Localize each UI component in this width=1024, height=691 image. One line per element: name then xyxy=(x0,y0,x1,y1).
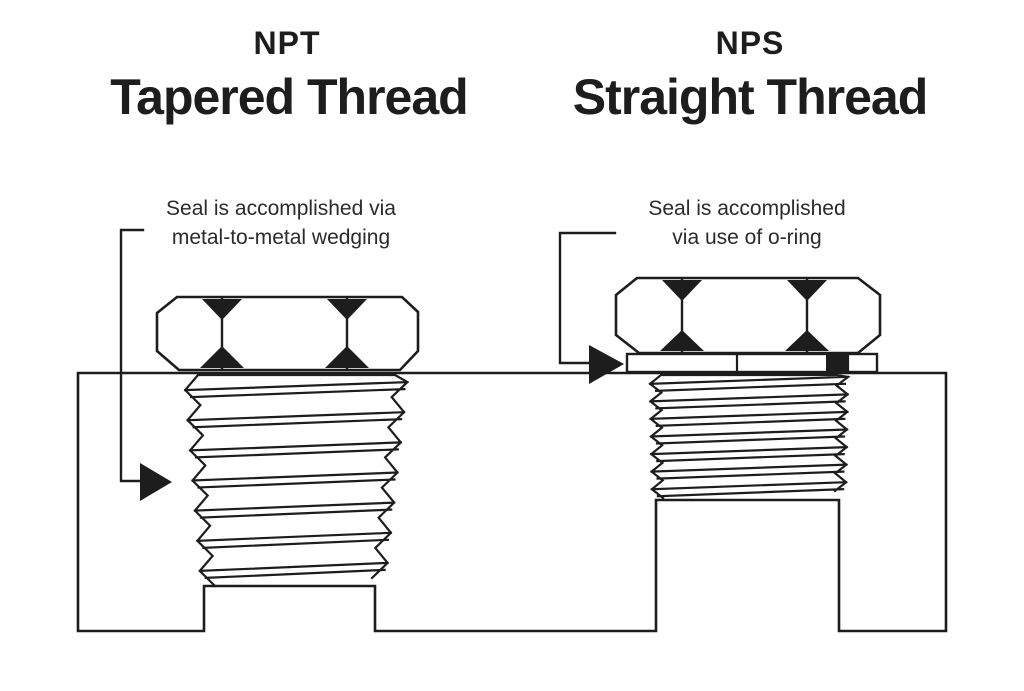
left-hex-corner-shadows xyxy=(200,299,369,368)
right-arrow-icon xyxy=(589,345,624,384)
right-annotation-line2: via use of o-ring xyxy=(672,226,822,249)
right-annotation-line1: Seal is accomplished xyxy=(648,197,846,220)
left-title: Tapered Thread xyxy=(110,69,468,125)
left-annotation-line1: Seal is accomplished via xyxy=(166,197,396,220)
left-tapered-threads xyxy=(183,373,410,588)
right-standard-label: NPS xyxy=(715,25,785,61)
left-annotation: Seal is accomplished via metal-to-metal … xyxy=(166,194,396,252)
left-hex-head-outline xyxy=(155,295,420,372)
right-hex-corner-shadows xyxy=(660,280,829,351)
o-ring-seal xyxy=(826,353,849,373)
right-hex-head xyxy=(614,276,882,355)
left-arrow-icon xyxy=(140,463,172,501)
o-ring-washer-assembly xyxy=(625,352,879,374)
right-title: Straight Thread xyxy=(572,69,928,125)
right-annotation: Seal is accomplished via use of o-ring xyxy=(648,194,845,252)
right-hex-head-outline xyxy=(614,276,882,355)
left-leader-line xyxy=(119,228,145,483)
left-hex-head xyxy=(155,295,420,372)
right-straight-threads xyxy=(648,373,851,500)
housing-block-outline xyxy=(76,371,948,633)
left-standard-label: NPT xyxy=(253,25,321,61)
washer-outline xyxy=(625,352,879,374)
left-annotation-line2: metal-to-metal wedging xyxy=(171,226,391,249)
right-leader-line xyxy=(558,231,617,365)
